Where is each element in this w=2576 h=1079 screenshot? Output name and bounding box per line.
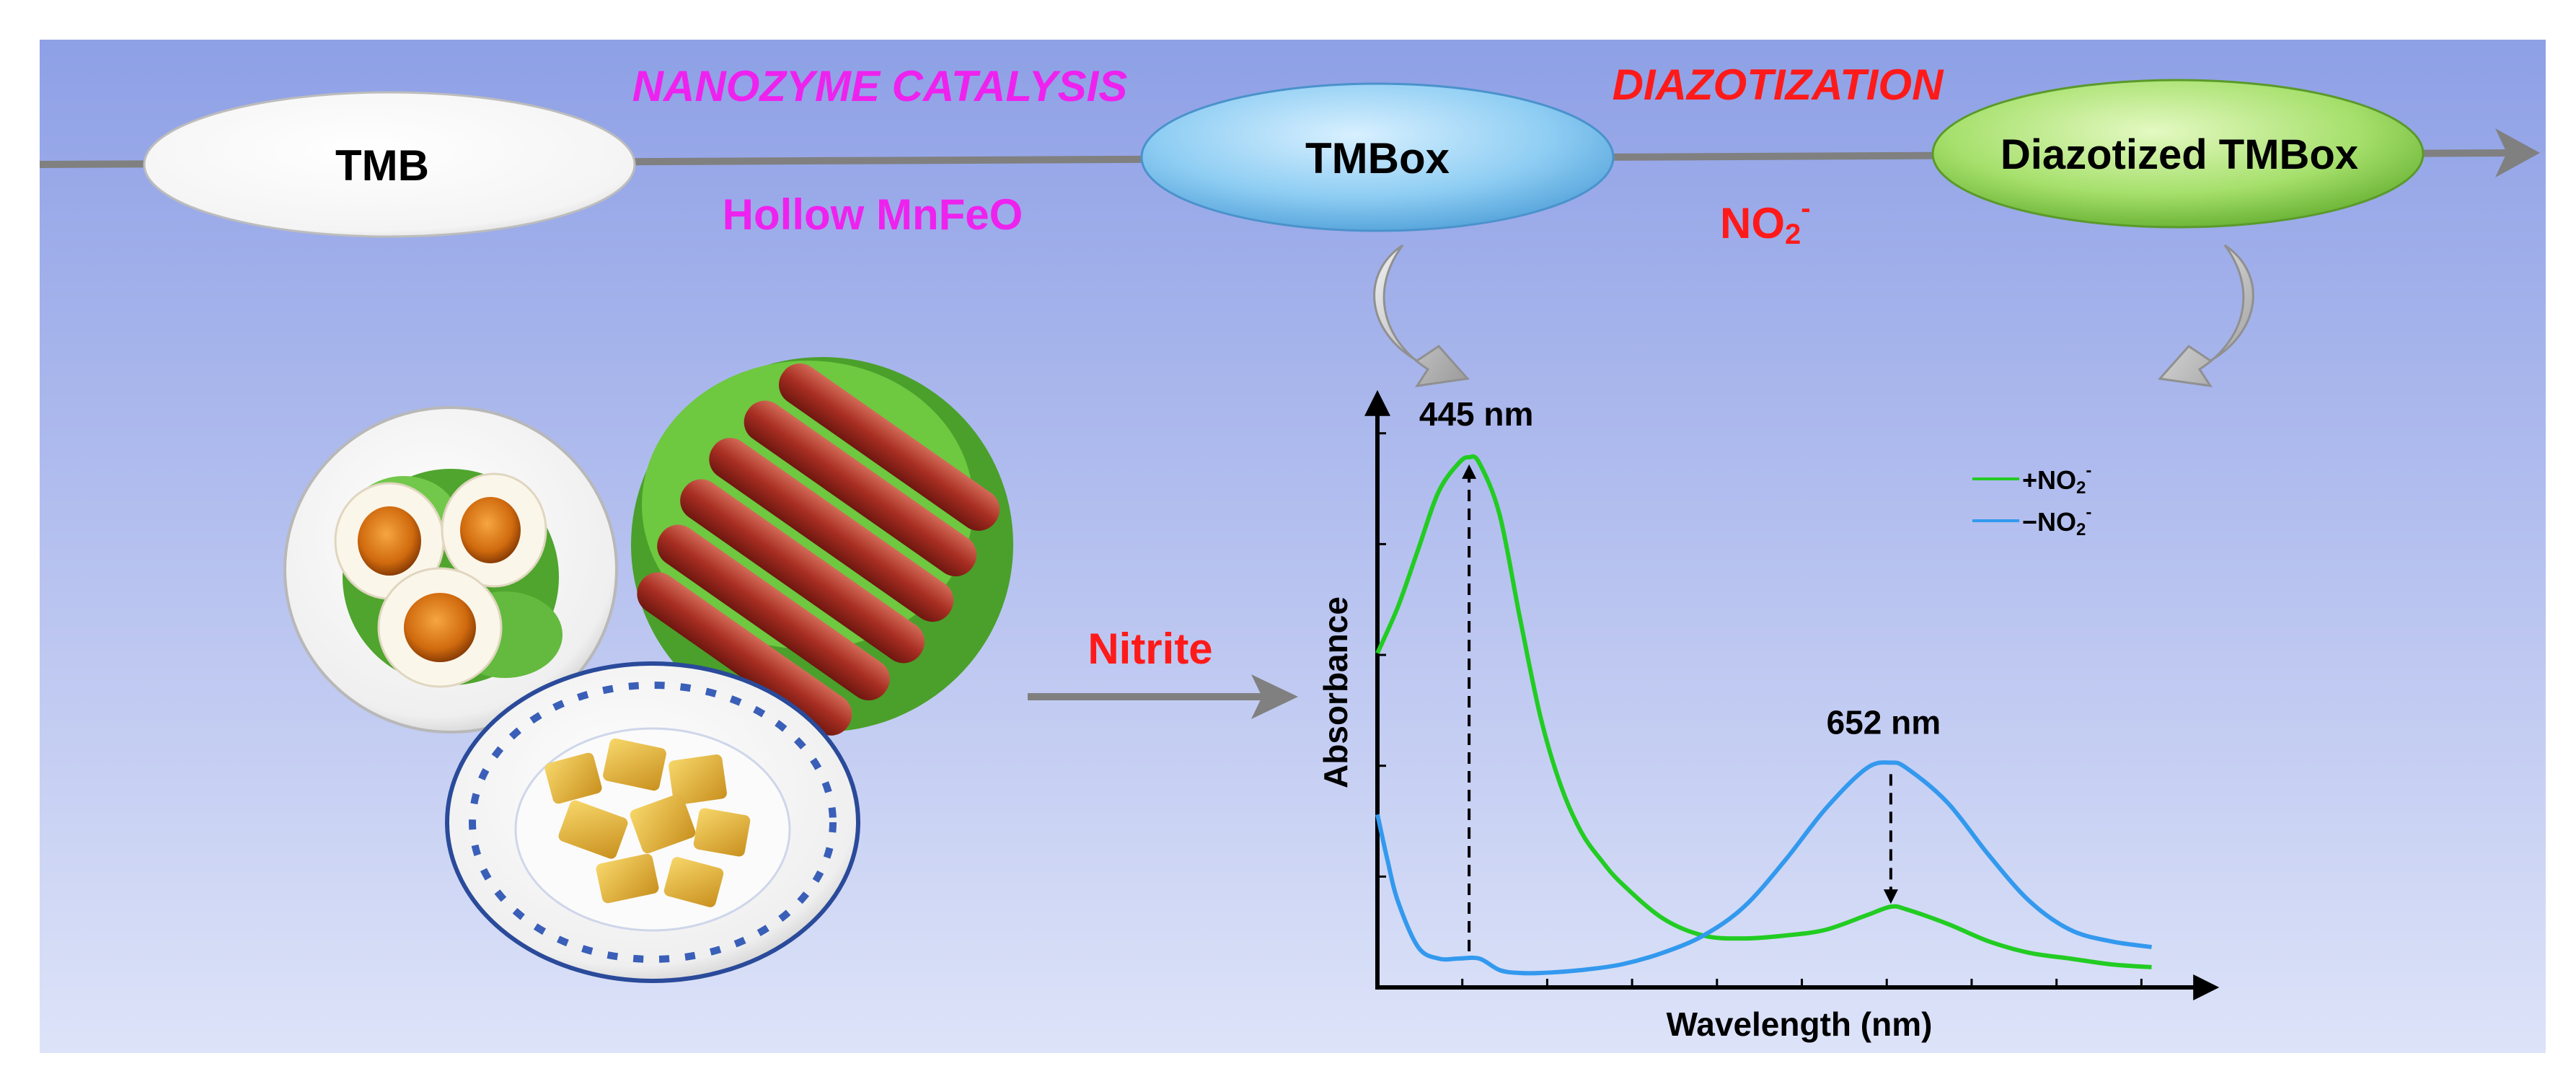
hollow-mnfeo-label: Hollow MnFeO (723, 190, 1023, 239)
tmb-node: TMB (143, 91, 636, 238)
diazotized-tmbox-oval (1931, 79, 2425, 229)
tmbox-node: TMBox (1140, 82, 1615, 232)
legend-label-plus: +NO2- (2022, 461, 2091, 498)
curved-arrow-diazotized-icon (2158, 244, 2254, 387)
series-minus-nitrite-line (1375, 760, 2152, 976)
x-axis-ticks (1461, 979, 2143, 987)
sausage-platter-icon (631, 357, 1013, 736)
nitrite-reagent-sub: 2 (1785, 219, 1801, 250)
y-axis-label: Absorbance (1317, 596, 1354, 788)
tmbox-label: TMBox (1305, 134, 1450, 182)
diazotization-title: DIAZOTIZATION (1613, 61, 1944, 109)
peak-label-445: 445 nm (1419, 395, 1534, 433)
salted-egg-dish-icon (283, 406, 618, 734)
spectrum-curves (1375, 454, 2152, 976)
nitrite-reagent-base: NO (1720, 199, 1785, 247)
tmb-label: TMB (335, 141, 429, 190)
nitrite-reagent-label: NO2- (1720, 193, 1811, 250)
flow-end-arrowhead-icon (2495, 128, 2540, 177)
tmbox-oval (1140, 82, 1615, 232)
y-axis-ticks (1377, 432, 1386, 878)
reaction-flow: TMB TMBox Diazotized TMBox NANOZYME CATA… (39, 61, 2540, 250)
legend-label-minus: −NO2- (2022, 503, 2091, 540)
tmb-oval (143, 91, 636, 238)
diazotized-tmbox-label: Diazotized TMBox (2001, 131, 2358, 178)
peak-annotations: 445 nm 652 nm (1419, 395, 1941, 952)
nitrite-reagent-sup: - (1801, 193, 1810, 224)
nitrite-arrowhead-icon (1251, 674, 1298, 719)
pickled-vegetable-bowl-icon (445, 661, 860, 983)
peak-label-652: 652 nm (1827, 703, 1941, 741)
food-samples (283, 357, 1013, 983)
chart-legend: +NO2- −NO2- (1972, 461, 2091, 540)
curved-arrow-tmbox-icon (1373, 244, 1470, 387)
nitrite-arrow: Nitrite (1028, 625, 1298, 719)
nitrite-label: Nitrite (1088, 625, 1212, 673)
diazotized-tmbox-node: Diazotized TMBox (1931, 79, 2425, 229)
series-plus-nitrite-line (1375, 454, 2152, 969)
x-axis-label: Wavelength (nm) (1667, 1005, 1933, 1043)
nanozyme-catalysis-title: NANOZYME CATALYSIS (632, 62, 1128, 110)
